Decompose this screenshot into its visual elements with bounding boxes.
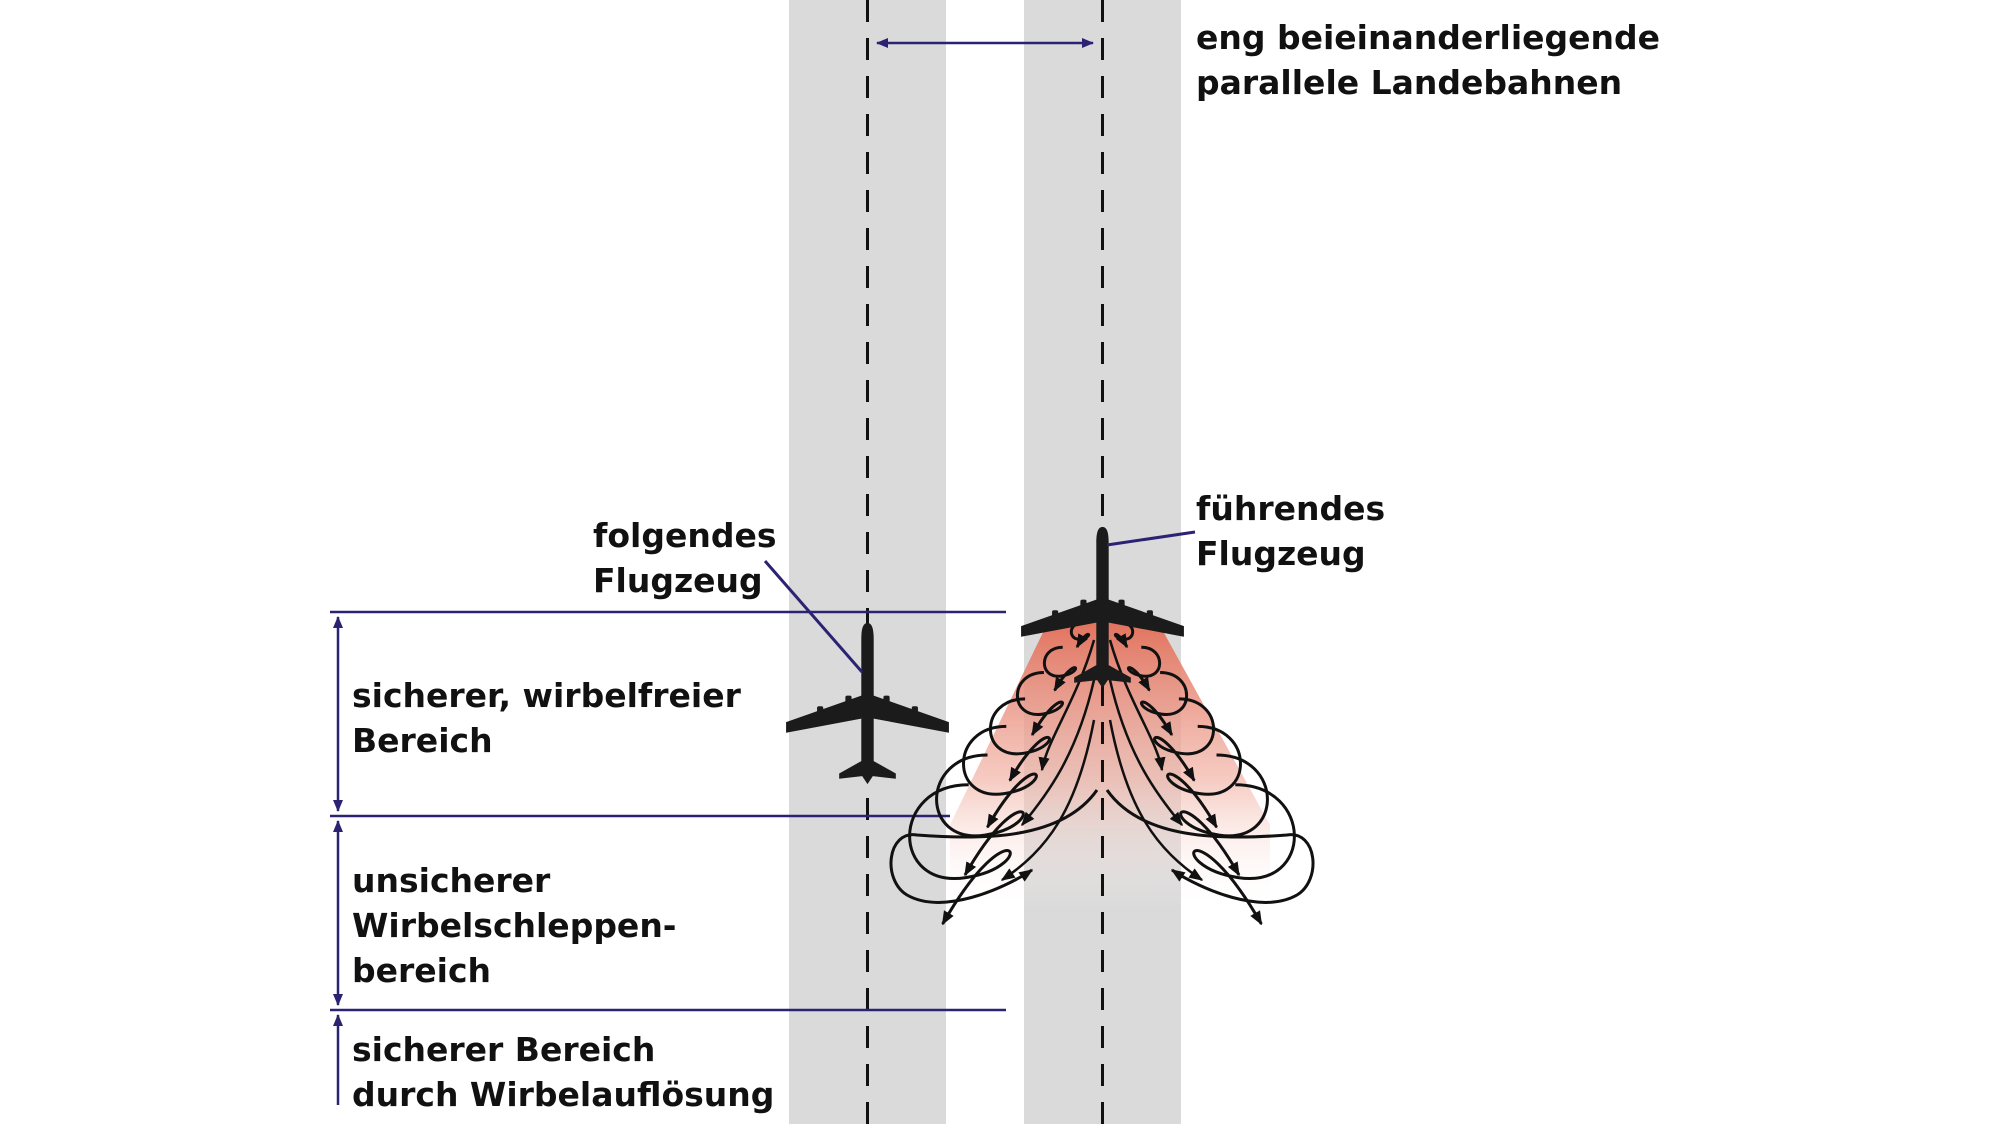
vortex-loop [908,783,1012,926]
vortex-trail-right [1105,621,1315,926]
vortex-loop [1192,783,1296,926]
vortex-loop [1153,697,1215,782]
zone-unsafe-label-line-1: unsicherer [352,861,551,900]
vortex-lobe [889,789,1099,904]
runways-label-line-2: parallele Landebahnen [1196,63,1623,102]
following-aircraft-pointer [763,560,864,673]
vortex-streamline [1038,639,1096,772]
vortex-lobe [1105,789,1315,904]
vortex-loop [1166,724,1242,829]
runway-left [789,0,946,1124]
runways-label: eng beieinanderliegende parallele Landeb… [1196,15,1660,105]
leading-aircraft-label: führendes Flugzeug [1196,486,1385,576]
leading-aircraft-pointer [1106,530,1196,547]
vortex-trail-left [889,621,1099,926]
leading-aircraft-label-line-2: Flugzeug [1196,534,1366,573]
wake-vortex-region [950,622,1270,910]
vortex-loop [935,753,1025,877]
zone-safe-free-label: sicherer, wirbelfreier Bereich [352,673,741,763]
vortex-loop [1139,670,1188,737]
vortex-loop [962,724,1038,829]
zone-safe-free-label-line-1: sicherer, wirbelfreier [352,676,741,715]
vortex-loop [989,697,1051,782]
vortex-loop [1043,645,1078,692]
vortex-loop [1126,645,1161,692]
zone-unsafe-label-line-2: Wirbelschleppen- [352,906,677,945]
zone-safe-free-label-line-2: Bereich [352,721,493,760]
vortex-streamline [1021,679,1096,827]
following-aircraft-label-line-2: Flugzeug [593,561,763,600]
following-aircraft-label-line-1: folgendes [593,516,777,555]
vortex-streamline [1108,639,1166,772]
zone-unsafe-label: unsicherer Wirbelschleppen- bereich [352,858,677,993]
vortex-loop [1016,670,1065,737]
zone-unsafe-label-line-3: bereich [352,951,492,990]
following-aircraft-label: folgendes Flugzeug [593,513,776,603]
leading-aircraft-label-line-1: führendes [1196,489,1386,528]
zone-safe-decay-label-line-1: sicherer Bereich [352,1030,656,1069]
vortex-loop [1179,753,1269,877]
zone-safe-decay-label: sicherer Bereich durch Wirbelauflösung [352,1027,774,1117]
runways-label-line-1: eng beieinanderliegende [1196,18,1661,57]
zone-safe-decay-label-line-2: durch Wirbelauflösung [352,1075,775,1114]
vortex-streamline [1108,679,1183,827]
